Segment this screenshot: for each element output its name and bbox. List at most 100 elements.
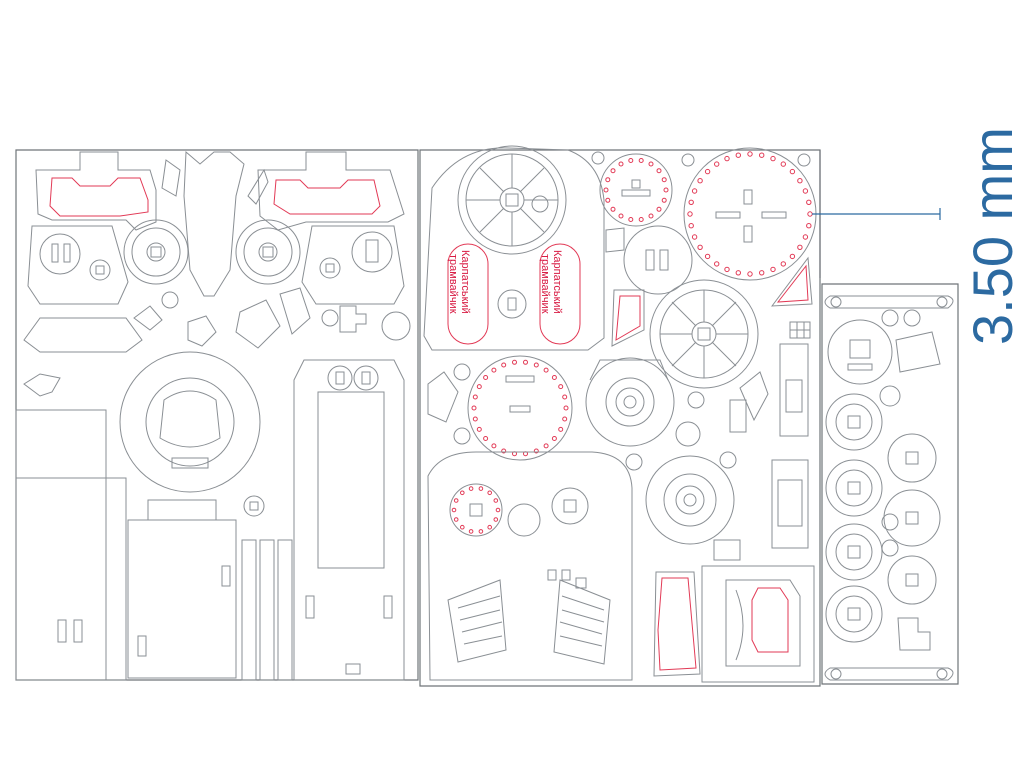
bolt-hole bbox=[543, 367, 549, 373]
bolt-hole bbox=[487, 524, 493, 530]
bolt-hole bbox=[551, 375, 557, 380]
bolt-hole bbox=[770, 266, 776, 273]
bolt-holes-lower bbox=[451, 486, 501, 534]
bolt-holes-large bbox=[687, 151, 813, 277]
bolt-hole bbox=[697, 178, 703, 184]
bolt-hole bbox=[770, 155, 776, 162]
bolt-hole bbox=[661, 197, 667, 203]
dimension-label: 3.50 mm bbox=[961, 127, 1024, 345]
bolt-hole bbox=[512, 359, 517, 365]
bolt-hole bbox=[807, 211, 813, 217]
bolt-hole bbox=[687, 211, 693, 217]
sheet-left bbox=[15, 149, 419, 681]
bolt-hole bbox=[603, 187, 609, 193]
sheet-right bbox=[821, 283, 959, 685]
bolt-hole bbox=[691, 188, 698, 194]
bolt-hole bbox=[453, 498, 459, 503]
bolt-hole bbox=[759, 152, 765, 158]
bolt-hole bbox=[618, 213, 624, 219]
bolt-hole bbox=[562, 394, 568, 400]
engraved-label-left: Карпатський трамвайчик bbox=[447, 250, 471, 314]
bolt-hole bbox=[493, 498, 499, 503]
bolt-holes-small bbox=[603, 158, 669, 222]
dimension-annotation: 3.50 mm bbox=[812, 127, 1024, 345]
bolt-hole bbox=[697, 244, 703, 251]
bolt-hole bbox=[628, 158, 634, 163]
bolt-hole bbox=[656, 206, 662, 212]
bolt-hole bbox=[533, 448, 539, 454]
bolt-hole bbox=[478, 529, 484, 534]
engraved-label-right: Карпатський трамвайчик bbox=[539, 250, 563, 314]
bolt-hole bbox=[648, 213, 654, 219]
bolt-hole bbox=[468, 529, 474, 534]
bolt-hole bbox=[533, 362, 539, 368]
bolt-hole bbox=[797, 244, 803, 251]
bolt-hole bbox=[493, 517, 499, 522]
bolt-hole bbox=[523, 359, 528, 365]
bolt-hole bbox=[704, 253, 711, 260]
bolt-hole bbox=[638, 158, 644, 163]
bolt-hole bbox=[468, 486, 474, 491]
bolt-hole bbox=[476, 426, 482, 432]
engraved-label-right-line2: трамвайчик bbox=[539, 254, 551, 314]
bolt-hole bbox=[491, 367, 497, 373]
bolt-hole bbox=[495, 507, 501, 513]
bolt-hole bbox=[460, 490, 465, 496]
bolt-holes-mid bbox=[471, 359, 569, 457]
bolt-hole bbox=[691, 234, 698, 240]
bolt-hole bbox=[648, 161, 654, 167]
bolt-hole bbox=[714, 261, 720, 267]
bolt-hole bbox=[789, 253, 796, 260]
bolt-hole bbox=[714, 161, 720, 167]
bolt-hole bbox=[605, 177, 611, 183]
bolt-hole bbox=[491, 443, 497, 449]
bolt-hole bbox=[451, 507, 457, 513]
bolt-hole bbox=[483, 436, 489, 441]
bolt-hole bbox=[724, 266, 730, 273]
bolt-hole bbox=[618, 161, 624, 167]
sheet-middle: Карпатський трамвайчик Карпатський трамв… bbox=[419, 145, 821, 687]
bolt-hole bbox=[563, 405, 569, 411]
bolt-hole bbox=[453, 517, 459, 522]
bolt-hole bbox=[551, 436, 557, 441]
bolt-hole bbox=[802, 188, 809, 194]
bolt-hole bbox=[688, 223, 694, 229]
bolt-hole bbox=[562, 416, 568, 422]
bolt-hole bbox=[471, 405, 477, 411]
bolt-hole bbox=[747, 151, 753, 157]
bolt-hole bbox=[663, 187, 669, 193]
bolt-hole bbox=[558, 426, 564, 432]
bolt-hole bbox=[735, 152, 741, 158]
bolt-hole bbox=[605, 197, 611, 203]
bolt-hole bbox=[472, 416, 478, 422]
bolt-hole bbox=[656, 168, 662, 174]
bolt-hole bbox=[797, 178, 803, 184]
bolt-hole bbox=[501, 362, 507, 368]
bolt-hole bbox=[661, 177, 667, 183]
engraved-label-left-line2: трамвайчик bbox=[447, 254, 459, 314]
engraved-label-right-line1: Карпатський bbox=[551, 250, 563, 314]
bolt-hole bbox=[558, 384, 564, 390]
bolt-hole bbox=[543, 443, 549, 449]
bolt-hole bbox=[688, 199, 694, 206]
bolt-hole bbox=[724, 155, 730, 162]
bolt-hole bbox=[780, 261, 786, 267]
bolt-hole bbox=[610, 168, 616, 174]
bolt-hole bbox=[789, 168, 796, 175]
bolt-hole bbox=[759, 270, 765, 276]
bolt-hole bbox=[487, 490, 493, 496]
bolt-hole bbox=[610, 206, 616, 212]
bolt-hole bbox=[747, 271, 753, 277]
bolt-hole bbox=[483, 375, 489, 380]
bolt-hole bbox=[780, 161, 786, 167]
bolt-hole bbox=[806, 199, 812, 206]
bolt-hole bbox=[806, 223, 812, 229]
engraved-label-left-line1: Карпатський bbox=[459, 250, 471, 314]
bolt-hole bbox=[704, 168, 711, 175]
bolt-hole bbox=[802, 234, 809, 240]
bolt-hole bbox=[478, 486, 484, 491]
bolt-hole bbox=[501, 448, 507, 454]
bolt-hole bbox=[628, 217, 634, 222]
bolt-hole bbox=[638, 217, 644, 222]
